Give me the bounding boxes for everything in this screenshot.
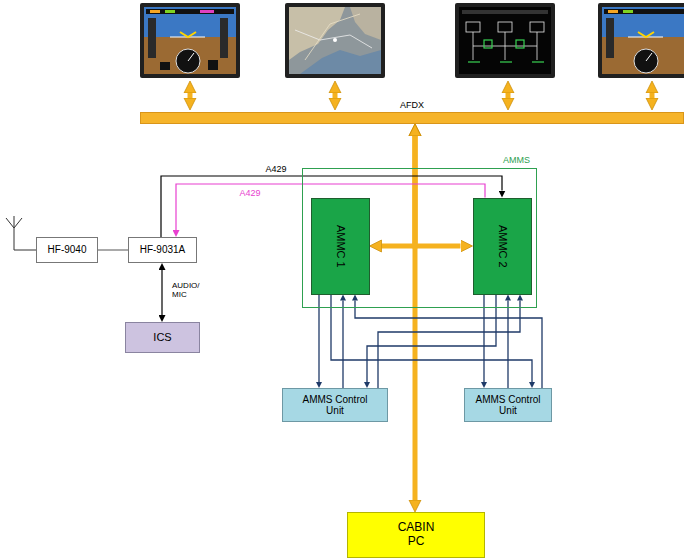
box-label: HF-9040 [48, 244, 87, 256]
bus-arrow [650, 93, 655, 98]
connector-label: AUDIO/ MIC [170, 281, 202, 299]
computer-box: AMMC 1 [311, 198, 370, 295]
connector-label: A429 [237, 188, 262, 198]
box-label: HF-9031A [140, 244, 186, 256]
group-label: AMMS [503, 155, 530, 165]
intercom-box: ICS [125, 322, 200, 353]
bus-band: AFDX [140, 112, 684, 124]
bus-connector [382, 136, 416, 246]
radio-box: HF-9040 [36, 237, 98, 263]
connector-label: A429 [263, 164, 288, 174]
box-label: CABIN PC [391, 521, 441, 549]
display-screen [598, 3, 684, 78]
cabin-pc-box: CABIN PC [347, 512, 485, 558]
control-wire [355, 301, 542, 389]
display-screen [455, 3, 555, 78]
box-label: AMMS Control Unit [297, 394, 373, 417]
radio-box: HF-9031A [128, 237, 197, 263]
display-screen [140, 3, 240, 78]
control-wire [378, 301, 520, 389]
control-wire [507, 301, 508, 389]
box-label: ICS [153, 331, 171, 344]
control-unit-box: AMMS Control Unit [464, 388, 552, 422]
computer-box: AMMC 2 [473, 198, 532, 295]
box-label: AMMC 2 [496, 225, 509, 268]
system-group: AMMSAMMC 1AMMC 2 [302, 168, 537, 308]
audio-link [161, 270, 162, 315]
bus-arrow [333, 93, 338, 98]
control-unit-box: AMMS Control Unit [282, 388, 388, 422]
bus-arrow [506, 93, 511, 98]
group-label: AFDX [400, 100, 424, 110]
rf-link [98, 250, 128, 251]
bus-connector [415, 136, 461, 246]
antenna-symbol [6, 216, 36, 250]
control-wire [342, 301, 343, 389]
bus-arrow [188, 93, 193, 98]
box-label: AMMS Control Unit [470, 394, 546, 417]
box-label: AMMC 1 [334, 225, 347, 268]
display-screen [285, 3, 385, 78]
